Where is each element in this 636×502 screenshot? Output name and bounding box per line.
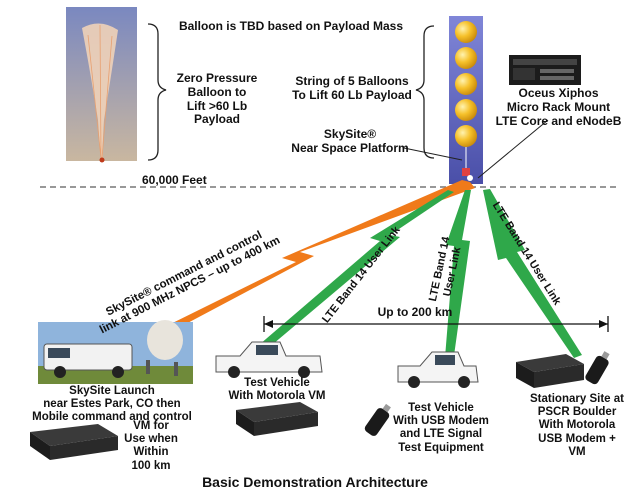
- diagram-caption: Basic Demonstration Architecture: [202, 474, 428, 490]
- usb-modem-left: [364, 403, 391, 436]
- altitude-label: 60,000 Feet: [142, 173, 207, 187]
- test-vehicle-2-label: Test Vehicle With USB Modem and LTE Sign…: [393, 402, 489, 454]
- usb-modem-right: [585, 351, 610, 385]
- balloon-tbd-label: Balloon is TBD based on Payload Mass: [178, 19, 404, 33]
- launch-vm-label: VM for Use when Within 100 km: [124, 420, 178, 472]
- oceus-rack-unit: [509, 55, 581, 85]
- oceus-label: Oceus Xiphos Micro Rack Mount LTE Core a…: [495, 86, 622, 128]
- skysite-platform-label: SkySite® Near Space Platform: [291, 127, 409, 155]
- stationary-site-label: Stationary Site at PSCR Boulder With Mot…: [530, 393, 624, 458]
- range-dimension-line: [263, 316, 609, 332]
- lte-link-bolt-2: [444, 190, 471, 370]
- test-vehicle-1-truck: [215, 341, 323, 378]
- test-vehicle-1-label: Test Vehicle With Motorola VM: [228, 377, 326, 403]
- range-label: Up to 200 km: [377, 305, 453, 319]
- launch-label: SkySite Launch near Estes Park, CO then …: [32, 385, 192, 424]
- launch-vm-unit: [30, 424, 118, 460]
- string-balloons-label: String of 5 Balloons To Lift 60 Lb Paylo…: [292, 74, 412, 102]
- test-vehicle-2-truck: [397, 351, 479, 388]
- oceus-pointer: [477, 119, 549, 179]
- balloon-string-platform: [449, 16, 483, 184]
- left-brace: [147, 23, 167, 161]
- launch-site-photo: [38, 320, 193, 384]
- stationary-vm-unit: [516, 354, 584, 388]
- platform-pointer: [403, 147, 463, 161]
- test-vehicle-1-vm-unit: [236, 402, 318, 436]
- lte-link-bolt-3: [483, 189, 582, 358]
- zero-pressure-balloon-photo: [66, 7, 137, 163]
- lte-link-bolt-1: [252, 190, 454, 355]
- zero-pressure-label: Zero Pressure Balloon to Lift >60 Lb Pay…: [176, 71, 258, 127]
